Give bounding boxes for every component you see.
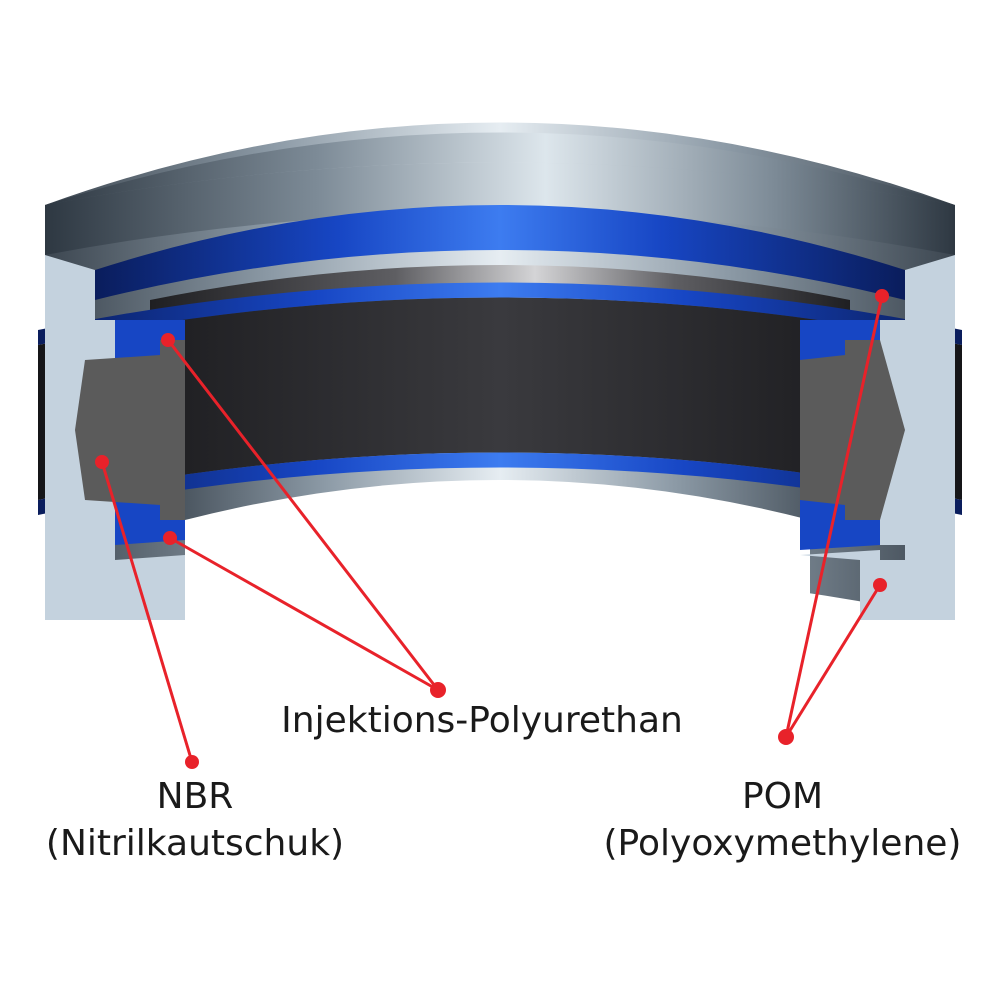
- nbr-label-name: NBR: [156, 776, 234, 817]
- dot-pom-anchor: [778, 729, 794, 745]
- polyurethane-label-text: Injektions-Polyurethan: [281, 700, 683, 741]
- nbr-label-full: (Nitrilkautschuk): [45, 823, 345, 865]
- leader-lines: [100, 295, 884, 763]
- polyurethane-label: Injektions-Polyurethan: [262, 700, 702, 741]
- dot-nbr-anchor: [185, 755, 199, 769]
- leader-pom-lower: [784, 584, 882, 738]
- dot-pu-lower: [163, 531, 177, 545]
- dot-pom-lower: [873, 578, 887, 592]
- leader-pu-upper: [166, 339, 440, 691]
- dot-pu-anchor: [430, 682, 446, 698]
- leader-pom-upper: [784, 295, 884, 738]
- left-cross-section: [45, 255, 185, 620]
- pom-label-name: POM: [741, 776, 824, 817]
- dot-pom-upper: [875, 289, 889, 303]
- leader-dots: [95, 289, 889, 769]
- seal-ring: [38, 122, 962, 640]
- dot-nbr: [95, 455, 109, 469]
- leader-pu-lower: [169, 536, 439, 692]
- dot-pu-upper: [161, 333, 175, 347]
- nbr-label: NBR (Nitrilkautschuk): [20, 776, 370, 865]
- pom-label: POM (Polyoxymethylene): [585, 776, 980, 865]
- leader-nbr: [100, 461, 194, 763]
- pom-label-full: (Polyoxymethylene): [603, 823, 962, 865]
